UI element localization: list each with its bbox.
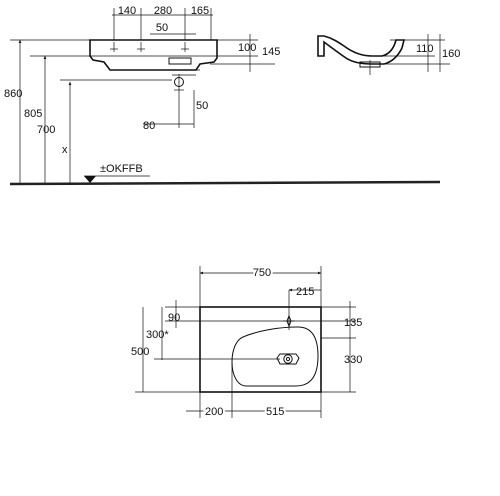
dim-160: 160 [442,48,460,60]
dim-100: 100 [238,42,256,54]
drain-icon [283,354,293,364]
dim-145: 145 [262,46,280,58]
drain-outline [276,353,300,365]
dim-200: 200 [205,406,223,418]
dim-805: 805 [24,108,42,120]
dim-165: 165 [191,5,209,17]
dim-x: x [62,144,68,156]
dim-515: 515 [266,406,284,418]
dim-280: 280 [154,5,172,17]
dim-50-top: 50 [156,22,168,34]
dim-750: 750 [253,267,271,279]
floor-level-icon [84,176,96,183]
basin-section-outline [317,35,406,65]
dim-140: 140 [118,5,136,17]
dim-215: 215 [296,286,314,298]
front-elevation: 140 280 165 50 100 145 860 805 700 x 80 … [4,5,441,186]
dim-110: 110 [416,43,434,55]
side-section: 110 160 [317,34,460,75]
tap-hole-left [110,42,118,52]
dim-300-star: 300* [146,329,169,341]
waste-outlet [168,57,192,65]
dim-500: 500 [131,346,149,358]
dim-700: 700 [37,124,55,136]
dim-135: 135 [344,317,362,329]
basin-plan-outline [199,306,322,393]
bowl-outline [231,326,319,387]
floor-level-label: ±OKFFB [100,163,143,175]
floor-line [9,180,441,186]
dim-80: 80 [143,120,155,132]
tap-hole-middle [137,42,145,52]
tap-hole-right [181,42,189,52]
dim-330: 330 [344,354,362,366]
basin-elevation-outline [89,39,218,71]
dim-860: 860 [4,88,22,100]
plan-view: 750 215 135 330 90 300* 500 200 515 [131,265,362,420]
dim-90: 90 [168,312,180,324]
dim-50-trap: 50 [196,100,208,112]
